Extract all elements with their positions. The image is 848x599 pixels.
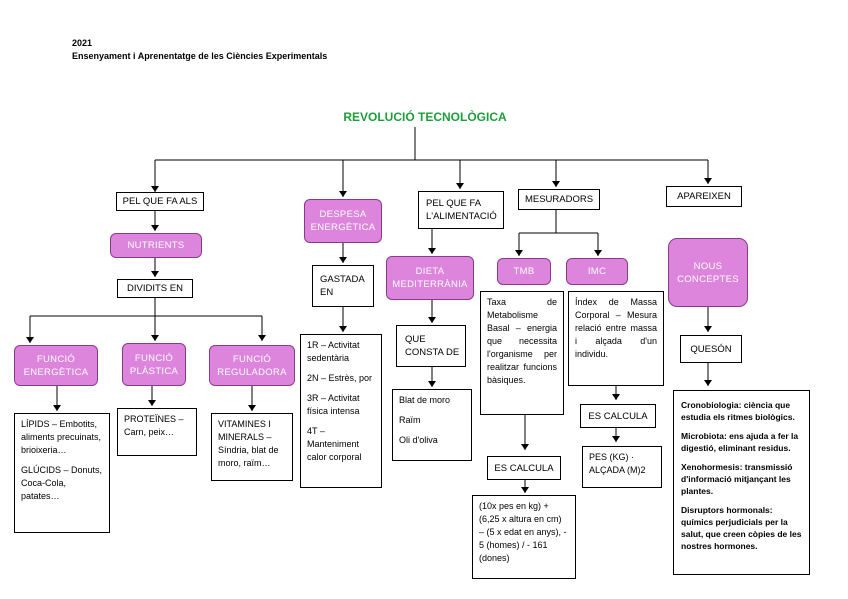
text-reguladora: VITAMINES I MINERALS – Síndria, blat de …: [211, 413, 293, 481]
node-queson: QUESÓN: [680, 335, 742, 363]
node-funcio-energetica: FUNCIÓ ENERGÈTICA: [14, 345, 98, 386]
text-imc-formula: PES (KG) · ALÇADA (M)2: [582, 446, 662, 488]
node-despesa-energetica: DESPESA ENERGÈTICA: [304, 199, 382, 243]
text-proteines: PROTEÏNES – Carn, peix…: [124, 414, 184, 437]
node-imc: IMC: [566, 258, 628, 285]
node-nutrients: NUTRIENTS: [110, 233, 202, 258]
gastada-line1: GASTADA: [320, 274, 365, 285]
node-que-consta-de: QUE CONSTA DE: [396, 325, 466, 367]
node-dividits-en: DIVIDITS EN: [117, 279, 193, 298]
node-apareixen: APAREIXEN: [666, 186, 742, 207]
map-title: REVOLUCIÓ TECNOLÒGICA: [343, 110, 507, 124]
concept-xenohormesis: Xenohormesis: transmissió d'informació m…: [681, 462, 793, 496]
node-es-calcula-imc: ES CALCULA: [580, 404, 656, 428]
node-pel-que-fa-als: PEL QUE FA ALS: [116, 192, 204, 211]
nous-line2: CONCEPTES: [677, 273, 739, 285]
node-dieta-mediterrania: DIETA MEDITERRÀNIA: [386, 256, 474, 300]
text-vitamines: VITAMINES I MINERALS – Síndria, blat de …: [218, 419, 279, 468]
dieta-line2: MEDITERRÀNIA: [392, 279, 468, 290]
concept-microbiota: Microbiota: ens ajuda a fer la digestió,…: [681, 431, 799, 453]
funcio-plastica-line1: FUNCIÓ: [134, 352, 174, 364]
dieta-line1: DIETA: [415, 266, 445, 277]
node-funcio-reguladora: FUNCIÓ REGULADORA: [209, 345, 295, 386]
node-es-calcula-tmb: ES CALCULA: [487, 456, 561, 480]
text-dieta-items: Blat de moro Raïm Oli d'oliva: [392, 389, 472, 461]
header-year: 2021: [72, 38, 93, 48]
dieta-item-2: Raïm: [399, 415, 421, 425]
funcio-plastica-line2: PLÀSTICA: [129, 365, 179, 377]
node-gastada-en: GASTADA EN: [312, 265, 374, 307]
alimentacio-line1: PEL QUE FA: [426, 198, 482, 209]
node-mesuradors: MESURADORS: [518, 189, 600, 210]
despesa-item-1: 1R – Activitat sedentària: [307, 340, 360, 363]
funcio-reguladora-line1: FUNCIÓ: [232, 353, 272, 365]
node-tmb: TMB: [497, 258, 551, 285]
funcio-energetica-line2: ENERGÈTICA: [23, 366, 89, 378]
despesa-item-3: 3R – Activitat física intensa: [307, 393, 360, 416]
node-funcio-plastica: FUNCIÓ PLÀSTICA: [122, 343, 186, 386]
text-nous-conceptes: Cronobiologia: ciència que estudia els r…: [673, 390, 810, 575]
concept-cronobiologia: Cronobiologia: ciència que estudia els r…: [681, 400, 795, 422]
text-energetica: LÍPIDS – Embotits, aliments precuinats, …: [14, 413, 110, 533]
consta-line1: QUE: [405, 334, 426, 345]
despesa-line1: DESPESA: [319, 209, 367, 220]
text-lipids: LÍPIDS – Embotits, aliments precuinats, …: [21, 419, 102, 455]
gastada-line2: EN: [320, 287, 334, 298]
despesa-item-2: 2N – Estrès, por: [307, 373, 373, 383]
text-despesa-items: 1R – Activitat sedentària 2N – Estrès, p…: [300, 334, 382, 488]
text-tmb-formula: (10x pes en kg) + (6,25 x altura en cm) …: [472, 495, 576, 579]
funcio-reguladora-line2: REGULADORA: [217, 366, 287, 378]
funcio-energetica-line1: FUNCIÓ: [36, 353, 76, 365]
dieta-item-1: Blat de moro: [399, 395, 451, 405]
alimentacio-line2: L'ALIMENTACIÓ: [426, 211, 497, 222]
header-course: Ensenyament i Aprenentatge de les Ciènci…: [72, 51, 328, 61]
text-tmb-definition: Taxa de Metabolisme Basal – energia que …: [480, 291, 564, 415]
node-nous-conceptes: NOUS CONCEPTES: [668, 238, 748, 307]
text-glucids: GLÚCIDS – Donuts, Coca-Cola, patates…: [21, 465, 103, 501]
consta-line2: CONSTA DE: [405, 347, 460, 358]
nous-line1: NOUS: [693, 260, 723, 272]
dieta-item-3: Oli d'oliva: [399, 435, 438, 445]
node-pel-que-fa-alimentacio: PEL QUE FA L'ALIMENTACIÓ: [418, 191, 504, 229]
concept-disruptors: Disruptors hormonals: químics perjudicia…: [681, 505, 802, 551]
text-plastica: PROTEÏNES – Carn, peix…: [117, 408, 197, 456]
despesa-item-4: 4T – Manteniment calor corporal: [307, 426, 362, 462]
despesa-line2: ENERGÈTICA: [310, 222, 376, 233]
text-imc-definition: Índex de Massa Corporal – Mesura relació…: [568, 291, 664, 386]
